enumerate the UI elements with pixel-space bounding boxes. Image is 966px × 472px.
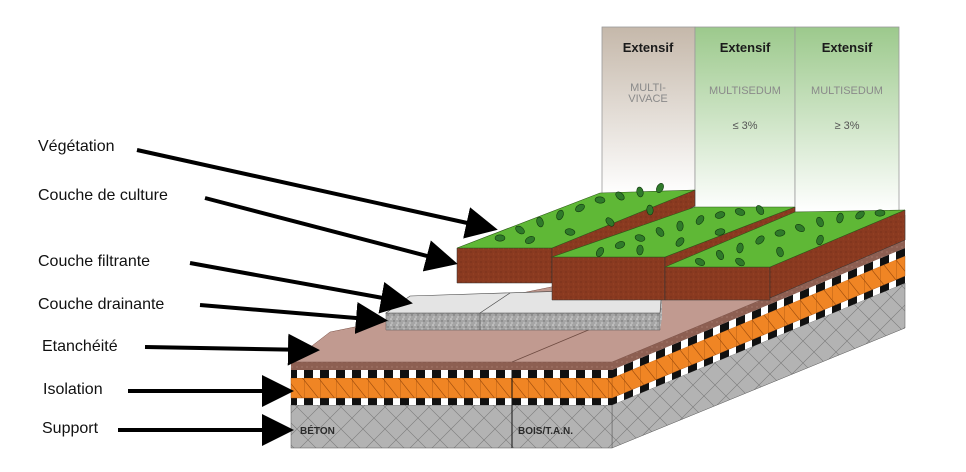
- vegetation-top-1: [456, 189, 696, 249]
- insulation-layer: [290, 248, 906, 405]
- label-isolation: Isolation: [43, 381, 103, 398]
- leaf-icon: [816, 234, 824, 246]
- support-material-label: BOIS/T.A.N.: [518, 426, 573, 437]
- leaf-icon: [634, 234, 646, 242]
- leaf-icon: [515, 225, 525, 235]
- leaf-icon: [636, 244, 644, 256]
- leaf-icon: [755, 235, 765, 245]
- arrow-vegetation: [136, 148, 498, 239]
- leaf-icon: [816, 216, 824, 228]
- column-slope: ≥ 3%: [835, 120, 860, 132]
- leaf-icon: [675, 237, 685, 247]
- column-title: Extensif: [720, 40, 771, 55]
- leaf-icon: [874, 209, 886, 217]
- arrow-couche-culture: [204, 196, 458, 272]
- support-front: [290, 404, 613, 449]
- column-subtitle: VIVACE: [628, 93, 668, 105]
- column-panel-multisedum-low: [694, 26, 796, 213]
- drainage-front: [385, 312, 661, 331]
- leaf-icon: [525, 236, 535, 244]
- leaf-icon: [735, 257, 745, 267]
- column-panels: Extensif MULTI- VIVACE Extensif MULTISED…: [601, 26, 900, 213]
- arrow-couche-drainante: [199, 302, 388, 334]
- vegetation-top-3: [664, 209, 906, 268]
- leaf-icon: [594, 196, 606, 204]
- leaf-icon: [694, 258, 706, 266]
- label-couche-culture: Couche de culture: [38, 187, 168, 204]
- arrow-etancheite: [144, 333, 320, 366]
- leaf-icon: [774, 229, 786, 237]
- leaf-icon: [714, 211, 726, 219]
- leaf-icon: [855, 210, 865, 220]
- column-slope: ≤ 3%: [733, 120, 758, 132]
- vegetation-top-2: [551, 206, 796, 258]
- column-title: Extensif: [623, 40, 674, 55]
- leaf-icon: [714, 228, 726, 236]
- label-support: Support: [42, 420, 99, 437]
- leaf-icon: [575, 203, 585, 213]
- label-vegetation: Végétation: [38, 138, 115, 155]
- support-material-label: BÉTON: [300, 424, 335, 437]
- leaf-icon: [755, 205, 765, 215]
- leaf-icon: [734, 208, 746, 216]
- leaf-icon: [605, 217, 615, 227]
- callout-arrows: [118, 148, 498, 446]
- label-couche-filtrante: Couche filtrante: [38, 253, 151, 270]
- plant-leaves: [494, 182, 886, 267]
- leaf-icon: [556, 209, 564, 221]
- leaf-icon: [615, 191, 625, 201]
- leaf-icon: [676, 220, 684, 232]
- leaf-icon: [614, 241, 626, 249]
- leaf-icon: [536, 216, 544, 228]
- column-title: Extensif: [822, 40, 873, 55]
- leaf-icon: [695, 215, 705, 225]
- leaf-icon: [836, 212, 844, 224]
- label-couche-drainante: Couche drainante: [38, 296, 165, 313]
- column-panel-multisedum-high: [794, 26, 900, 213]
- support-layer: BÉTON BOIS/T.A.N.: [290, 282, 906, 449]
- label-etancheite: Etanchéité: [42, 338, 118, 355]
- leaf-icon: [736, 242, 744, 254]
- leaf-icon: [655, 227, 665, 237]
- leaf-icon: [646, 204, 654, 216]
- column-panel-multivivace: [601, 26, 696, 196]
- leaf-icon: [795, 223, 805, 233]
- column-subtitle: MULTISEDUM: [811, 85, 883, 97]
- leaf-icon: [595, 247, 605, 257]
- leaf-icon: [656, 182, 664, 194]
- leaf-icon: [636, 186, 644, 198]
- leaf-icon: [564, 228, 576, 236]
- substrate-vegetation-layer: [456, 189, 906, 301]
- leaf-icon: [716, 250, 724, 260]
- column-subtitle: MULTI-: [630, 82, 666, 94]
- leaf-icon: [494, 234, 506, 242]
- column-subtitle: MULTISEDUM: [709, 85, 781, 97]
- arrow-couche-filtrante: [189, 261, 413, 314]
- leaf-icon: [776, 246, 784, 258]
